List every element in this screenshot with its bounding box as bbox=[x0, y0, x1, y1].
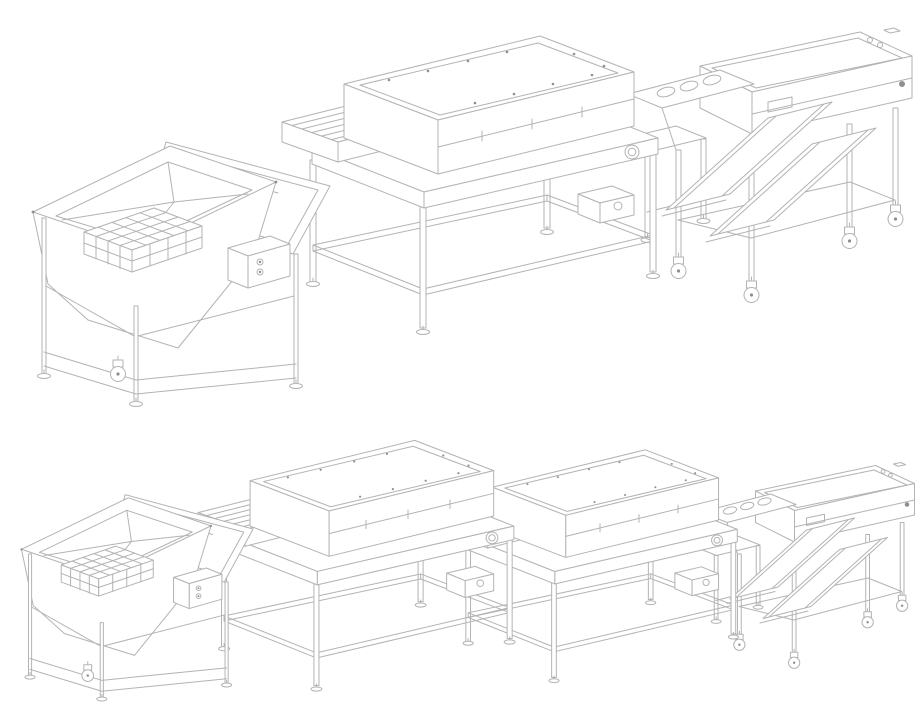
processing-machine bbox=[282, 36, 660, 335]
infeed-hopper bbox=[32, 142, 330, 407]
processing-line-bottom bbox=[20, 440, 914, 701]
outfeed-sorter bbox=[618, 28, 912, 303]
processing-line-top bbox=[32, 28, 912, 407]
outfeed-sorter bbox=[694, 463, 915, 669]
infeed-hopper bbox=[20, 495, 253, 701]
